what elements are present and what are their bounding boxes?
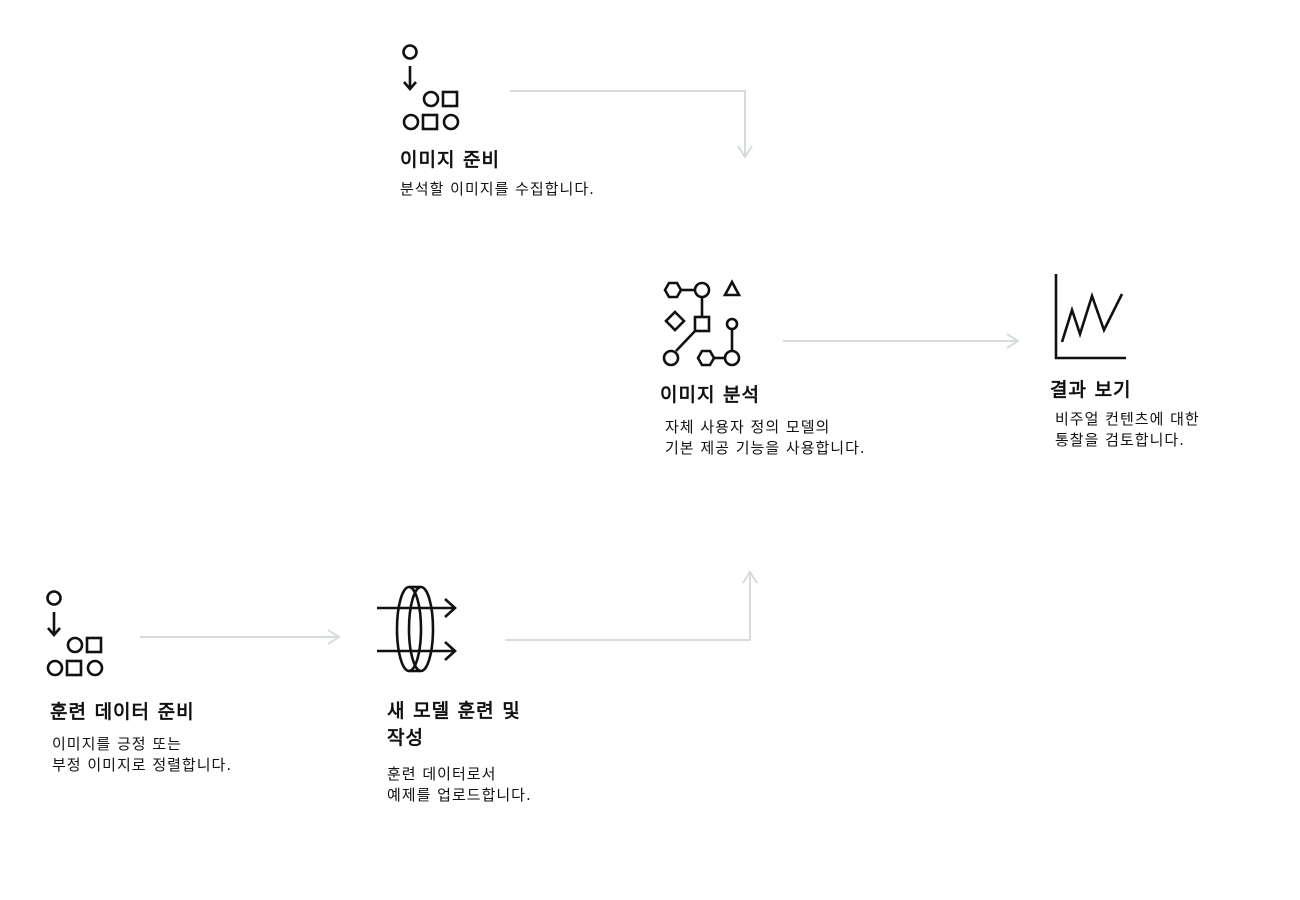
shapes-network-icon — [660, 275, 866, 370]
step-title: 훈련 데이터 준비 — [50, 701, 195, 723]
connector-arrowhead-right — [1006, 333, 1020, 349]
lens-arrows-icon — [375, 583, 532, 678]
step-prepare-training-data: 훈련 데이터 준비 이미지를 긍정 또는 부정 이미지로 정렬합니다. — [44, 586, 232, 776]
step-prepare-images: 이미지 준비 분석할 이미지를 수집합니다. — [400, 40, 595, 200]
step-description: 자체 사용자 정의 모델의 기본 제공 기능을 사용합니다. — [665, 418, 866, 457]
connector-arrowhead-down — [737, 145, 753, 159]
step-title: 새 모델 훈련 및 작성 — [387, 700, 521, 749]
shapes-sort-icon — [400, 40, 595, 135]
line-chart-icon — [1050, 270, 1200, 365]
step-analyze-images: 이미지 분석 자체 사용자 정의 모델의 기본 제공 기능을 사용합니다. — [660, 275, 866, 459]
connector-arrowhead-right — [327, 629, 341, 645]
connector-model-to-analyze — [505, 574, 751, 641]
step-description: 비주얼 컨텐츠에 대한 통찰을 검토합니다. — [1055, 410, 1200, 449]
shapes-sort-icon — [44, 586, 232, 681]
step-title: 이미지 준비 — [400, 149, 501, 171]
step-title: 결과 보기 — [1050, 379, 1132, 401]
connector-prepare-to-analyze — [510, 90, 746, 155]
step-train-model: 새 모델 훈련 및 작성 훈련 데이터로서 예제를 업로드합니다. — [375, 583, 532, 806]
step-view-results: 결과 보기 비주얼 컨텐츠에 대한 통찰을 검토합니다. — [1050, 270, 1200, 451]
connector-arrowhead-up — [742, 570, 758, 584]
step-description: 분석할 이미지를 수집합니다. — [400, 180, 595, 198]
step-description: 이미지를 긍정 또는 부정 이미지로 정렬합니다. — [52, 735, 233, 774]
step-title: 이미지 분석 — [660, 384, 761, 406]
step-description: 훈련 데이터로서 예제를 업로드합니다. — [387, 765, 532, 804]
